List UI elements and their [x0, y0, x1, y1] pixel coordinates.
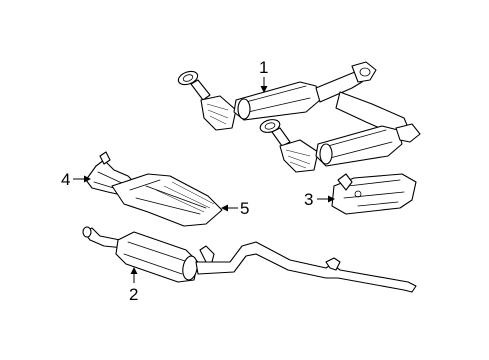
- underbody-heat-shield-icon: [111, 173, 223, 227]
- callout-5: 5: [221, 199, 249, 218]
- callout-4: 4: [61, 170, 91, 189]
- callout-1: 1: [259, 58, 268, 93]
- callout-1-label: 1: [259, 58, 268, 77]
- upper-inlet-flange: [177, 70, 211, 101]
- converter-heat-shield-icon: [331, 173, 417, 215]
- callout-3-label: 3: [304, 190, 313, 209]
- catalytic-converter-assembly-icon: [177, 61, 421, 173]
- muffler-tailpipe-icon: [82, 226, 417, 293]
- lower-inlet-flange: [259, 119, 291, 147]
- callout-2: 2: [129, 267, 138, 304]
- callout-5-label: 5: [240, 199, 249, 218]
- callout-3: 3: [304, 190, 335, 209]
- callout-4-label: 4: [61, 170, 70, 189]
- callout-2-label: 2: [129, 285, 138, 304]
